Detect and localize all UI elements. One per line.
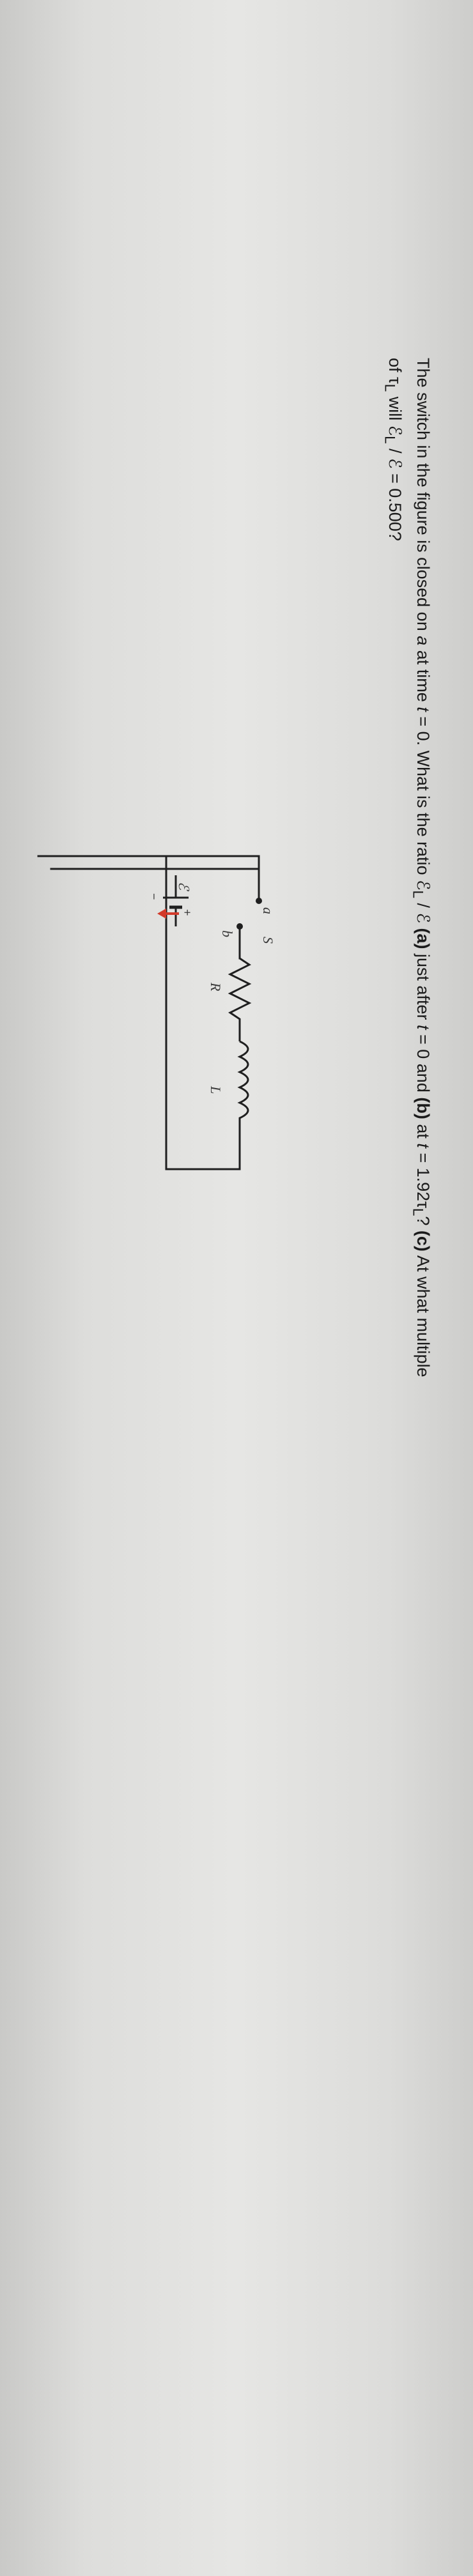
problem-statement: The switch in the figure is closed on a … <box>378 358 435 2070</box>
text-run: t <box>414 1024 433 1030</box>
text-run: At what multiple <box>414 1251 433 1377</box>
resistor-symbol <box>228 957 252 1041</box>
wire-upper-left <box>127 855 260 870</box>
label-plus: + <box>181 909 194 916</box>
inductor-symbol <box>237 1040 249 1144</box>
text-run: = 0.500? <box>385 468 405 541</box>
subscript: L <box>382 436 398 444</box>
label-b: b <box>219 930 235 937</box>
text-run: of τ <box>385 358 405 384</box>
emf-symbol: ℰ <box>414 912 433 923</box>
text-run: will <box>385 392 405 425</box>
node-b <box>236 923 243 930</box>
question-line-2: of τL will ℰL / ℰ = 0.500? <box>378 358 406 2070</box>
subscript: L <box>410 1208 426 1216</box>
part-label-c: (c) <box>414 1230 433 1252</box>
part-label-a: (a) <box>414 928 433 949</box>
emf-symbol: ℰ <box>385 425 405 436</box>
label-l: L <box>208 1085 224 1094</box>
label-emf: ℰ <box>176 882 192 892</box>
text-run: t <box>414 1143 433 1148</box>
text-run: The switch in the figure is closed on <box>414 358 433 636</box>
text-run: t <box>414 707 433 712</box>
switch-handle[interactable] <box>157 908 179 919</box>
battery-symbol <box>163 875 189 926</box>
part-label-b: (b) <box>414 1097 433 1119</box>
text-run: a <box>414 636 433 646</box>
subscript: L <box>382 383 398 392</box>
wire-loop <box>165 855 241 1170</box>
label-minus: − <box>148 893 160 900</box>
question-line-1: The switch in the figure is closed on a … <box>407 358 435 2070</box>
text-run: = 0 and <box>414 1029 433 1098</box>
text-run: / <box>414 898 433 913</box>
label-r: R <box>208 982 224 992</box>
subscript: L <box>410 890 426 899</box>
rl-circuit-diagram: a S b R L ℰ + − <box>37 855 276 1170</box>
text-run: / <box>385 443 405 459</box>
text-run: at <box>414 1119 433 1144</box>
text-run: = 1.92τ <box>414 1147 433 1208</box>
text-run: ? <box>414 1216 433 1230</box>
text-run: = 0. What is the ratio <box>414 711 433 880</box>
text-run: just after <box>414 949 433 1025</box>
label-s: S <box>260 937 276 944</box>
emf-symbol: ℰ <box>414 880 433 891</box>
text-run: at time <box>414 645 433 707</box>
emf-symbol: ℰ <box>385 458 405 469</box>
label-a: a <box>260 907 276 914</box>
circuit-figure: a S b R L ℰ + − <box>13 811 371 1297</box>
